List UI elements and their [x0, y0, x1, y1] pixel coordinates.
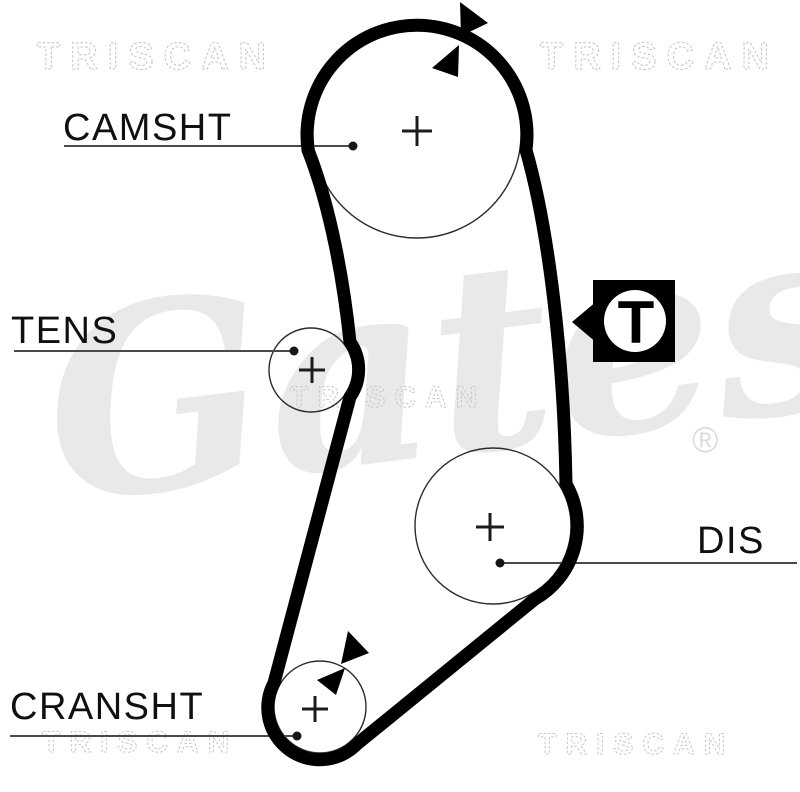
belt-timing-mark-lower-arrow-icon: [432, 45, 459, 77]
tensioner-center-mark: [299, 357, 325, 383]
triscan-watermark-bottom-right: TRISCAN: [538, 728, 734, 761]
tension-marker-circle: [604, 290, 666, 352]
tension-marker: T: [572, 280, 675, 362]
tensioner-label: TENS: [11, 310, 118, 352]
crankshaft-leader-dot: [292, 731, 302, 741]
crankshaft-pulley: [273, 660, 367, 754]
crankshaft-timing-mark-lower-arrow-icon: [317, 668, 345, 695]
camshaft-center-mark: [402, 116, 432, 146]
crankshaft-timing-mark-icon: [317, 631, 369, 695]
triscan-watermark-top-right: TRISCAN: [540, 36, 779, 78]
tension-marker-letter: T: [618, 289, 655, 356]
crankshaft-label: CRANSHT: [10, 686, 204, 728]
gates-logo-watermark: Gates: [29, 162, 800, 562]
distributor-center-mark: [476, 513, 504, 541]
triscan-watermark-bottom-left: TRISCAN: [42, 726, 238, 759]
crankshaft-center-mark: [302, 696, 328, 722]
timing-belt-path: [261, 18, 584, 767]
triscan-watermark-center: TRISCAN: [290, 381, 486, 414]
camshaft-leader-dot: [348, 141, 358, 151]
registered-trademark-symbol: ®: [692, 419, 719, 460]
crankshaft-timing-mark-upper-arrow-icon: [341, 631, 369, 664]
triscan-watermark-top-left: TRISCAN: [37, 36, 276, 78]
distributor-leader-dot: [495, 558, 505, 568]
tensioner-leader-dot: [289, 346, 299, 356]
belt-timing-mark-upper-arrow-icon: [460, 2, 488, 36]
camshaft-label: CAMSHT: [63, 107, 232, 149]
distributor-label: DIS: [697, 520, 765, 562]
tension-marker-left-arrow-icon: [572, 301, 597, 343]
belt-timing-mark-icon: [432, 2, 488, 77]
